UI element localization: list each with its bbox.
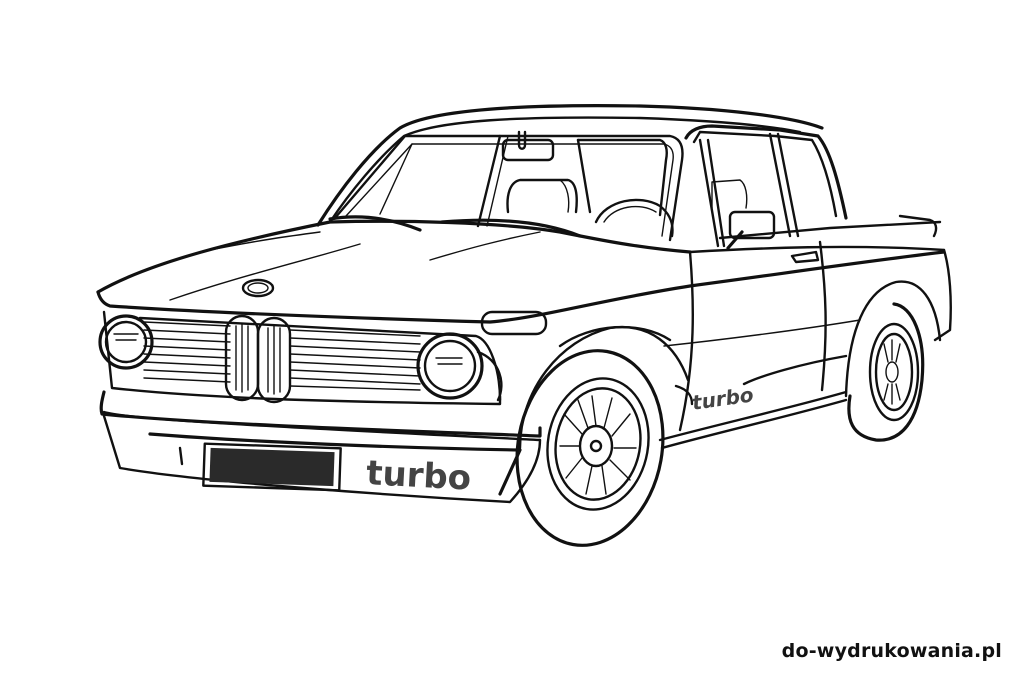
windshield bbox=[328, 130, 684, 242]
body bbox=[96, 219, 952, 450]
side-windows bbox=[684, 124, 942, 264]
roof bbox=[316, 104, 824, 227]
front-turbo-decal: turbo bbox=[365, 453, 472, 498]
grille bbox=[143, 314, 421, 404]
headlights bbox=[98, 314, 503, 402]
front-bumper: turbo bbox=[99, 390, 542, 504]
watermark: do-wydrukowania.pl bbox=[781, 640, 1002, 662]
rear-wheel bbox=[847, 302, 925, 442]
side-turbo-decal: turbo bbox=[690, 382, 755, 414]
front-wheel bbox=[515, 349, 665, 547]
